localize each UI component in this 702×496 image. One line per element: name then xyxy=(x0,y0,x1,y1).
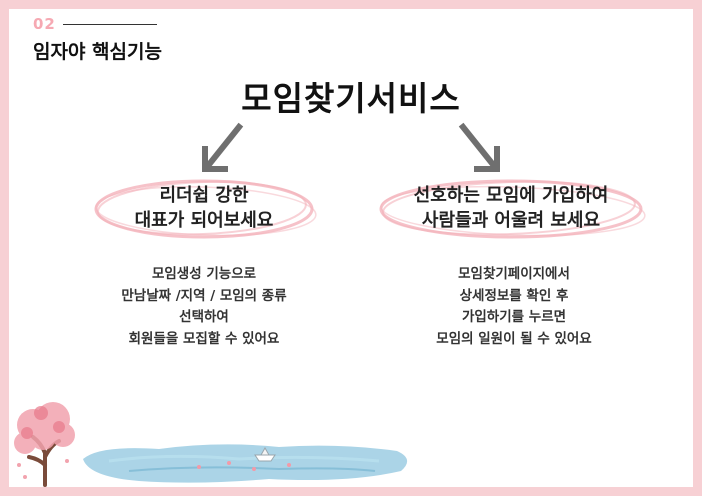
arrow-down-left-icon xyxy=(202,122,244,172)
section-divider xyxy=(63,24,157,25)
right-heading: 선호하는 모임에 가입하여 사람들과 어울려 보세요 xyxy=(375,183,647,233)
right-description-line: 모임의 일원이 될 수 있어요 xyxy=(436,330,592,347)
right-description: 모임찾기페이지에서 상세정보를 확인 후 가입하기를 누르면 모임의 일원이 될… xyxy=(374,264,654,350)
left-heading-line2: 대표가 되어보세요 xyxy=(134,210,274,231)
section-number: 02 xyxy=(33,15,56,33)
section-title: 임자야 핵심기능 xyxy=(33,41,162,63)
watercolor-pond-icon xyxy=(83,444,408,483)
left-heading-line1: 리더쉽 강한 xyxy=(159,185,249,206)
cherry-blossom-tree-icon xyxy=(14,402,75,487)
right-description-line: 가입하기를 누르면 xyxy=(461,309,567,325)
left-description-line: 선택하여 xyxy=(179,309,229,325)
right-description-line: 상세정보를 확인 후 xyxy=(459,287,569,304)
right-brush-circle xyxy=(379,179,646,239)
paper-boat-icon xyxy=(254,447,276,462)
right-heading-line2: 사람들과 어울려 보세요 xyxy=(421,210,601,231)
left-heading: 리더쉽 강한 대표가 되어보세요 xyxy=(94,183,314,233)
left-description-line: 만남날짜 /지역 / 모임의 종류 xyxy=(121,287,287,304)
left-description-line: 모임생성 기능으로 xyxy=(151,266,257,282)
arrow-down-right-icon xyxy=(458,122,500,172)
left-brush-circle xyxy=(94,179,317,239)
right-heading-line1: 선호하는 모임에 가입하여 xyxy=(413,185,609,206)
right-description-line: 모임찾기페이지에서 xyxy=(458,266,570,282)
main-title: 모임찾기서비스 xyxy=(241,79,461,118)
left-description-line: 회원들을 모집할 수 있어요 xyxy=(128,330,280,347)
slide: 02 임자야 핵심기능 모임찾기서비스 xyxy=(9,9,693,487)
left-description: 모임생성 기능으로 만남날짜 /지역 / 모임의 종류 선택하여 회원들을 모집… xyxy=(64,264,344,350)
